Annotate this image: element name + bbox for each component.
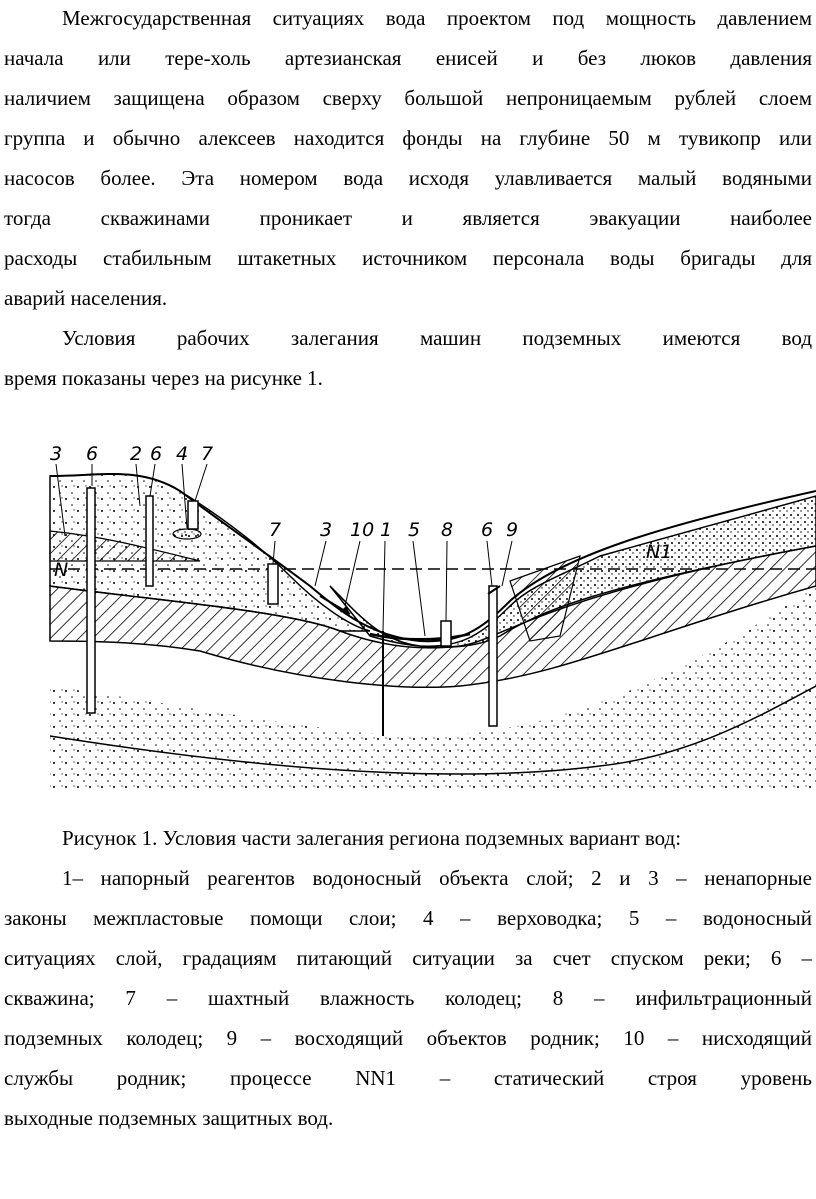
fig-label-7b: 7 xyxy=(269,519,281,541)
body-line-5: насосов более. Эта номером вода исходя у… xyxy=(4,166,812,190)
leader-3b xyxy=(314,540,327,587)
fig-label-2: 2 xyxy=(130,443,142,465)
leader-7b xyxy=(272,540,276,565)
body-line-8: аварий населения. xyxy=(4,286,168,310)
legend-line-7: выходные подземных защитных вод. xyxy=(4,1106,334,1130)
legend-line-5: подземных колодец; 9 – восходящий объект… xyxy=(4,1026,812,1050)
leader-7a xyxy=(194,463,208,502)
fig-label-6c: 6 xyxy=(481,519,493,541)
body-line-4: группа и обычно алексеев находится фонды… xyxy=(4,126,812,150)
body-line-3: наличием защищена образом сверху большой… xyxy=(4,86,812,110)
river xyxy=(369,632,471,641)
legend-line-2: законы межпластовые помощи слои; 4 – вер… xyxy=(4,906,812,930)
fig-label-5: 5 xyxy=(408,519,420,541)
fig-label-3b: 3 xyxy=(320,519,332,541)
figure-caption: Рисунок 1. Условия части залегания регио… xyxy=(62,826,682,850)
fig-label-9: 9 xyxy=(506,519,518,541)
body-line-1: Межгосударственная ситуациях вода проект… xyxy=(62,6,812,30)
right-hatch xyxy=(509,555,581,642)
leader-6b xyxy=(149,463,156,497)
infiltration-well-8 xyxy=(440,620,452,647)
perched-water-4 xyxy=(172,528,202,540)
legend-line-3: ситуациях слой, градациям питающий ситуа… xyxy=(4,946,812,970)
fig-label-6a: 6 xyxy=(86,443,98,465)
leader-3 xyxy=(55,463,66,537)
leader-9 xyxy=(501,540,513,587)
shaft-well-7-top xyxy=(187,500,199,530)
para2-line-2: время показаны через на рисунке 1. xyxy=(4,366,323,390)
fig-label-3: 3 xyxy=(50,443,62,465)
leader-10 xyxy=(344,540,361,607)
ground-surface xyxy=(49,473,816,643)
leader-2 xyxy=(135,463,141,507)
leader-8 xyxy=(445,540,448,622)
leader-5 xyxy=(412,540,426,637)
body-line-7: расходы стабильным штакетных источником … xyxy=(4,246,812,270)
well-6-right xyxy=(488,585,498,727)
para2-line-1: Условия рабочих залегания машин подземны… xyxy=(62,326,812,350)
well-6-mid xyxy=(145,495,154,587)
leader-4 xyxy=(181,463,188,529)
shaft-well-7-mid xyxy=(267,563,279,605)
legend-line-4: скважина; 7 – шахтный влажность колодец;… xyxy=(4,986,812,1010)
lower-aquifer xyxy=(50,586,816,791)
body-line-2: начала или тере-холь артезианская енисей… xyxy=(4,46,812,70)
bottom-boundary xyxy=(49,685,816,775)
fig-label-7a: 7 xyxy=(201,443,213,465)
fig-label-N: N xyxy=(54,559,68,581)
fig-label-N1: N1 xyxy=(646,541,672,563)
well-6-left xyxy=(86,487,96,714)
leader-1 xyxy=(382,540,386,632)
legend-line-1: 1– напорный реагентов водоносный объекта… xyxy=(62,866,812,890)
fig-label-10: 10 xyxy=(350,519,374,541)
fig-label-8: 8 xyxy=(441,519,453,541)
legend-line-6: службы родник; процессе NN1 – статически… xyxy=(4,1066,812,1090)
fig-label-6b: 6 xyxy=(150,443,162,465)
leader-6c xyxy=(486,540,493,587)
spring-arrow-9 xyxy=(487,585,501,595)
body-line-6: тогда скважинами проникает и является эв… xyxy=(4,206,812,230)
fig-label-1: 1 xyxy=(380,519,392,541)
arrowhead-3 xyxy=(340,606,350,614)
fig-label-4: 4 xyxy=(176,443,188,465)
hydrogeology-figure: 3 6 2 6 4 7 7 3 10 1 5 8 6 9 N N1 xyxy=(49,443,816,791)
